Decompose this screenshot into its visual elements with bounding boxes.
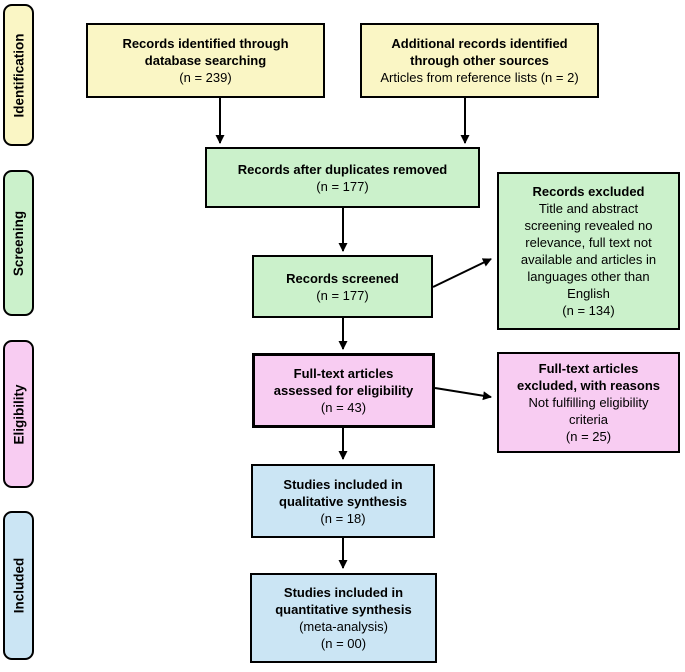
box-title-line: Studies included in — [283, 476, 403, 492]
box-fulltext-excluded: Full-text articles excluded, with reason… — [497, 352, 680, 453]
box-title-line: qualitative synthesis — [279, 493, 407, 509]
arrow-fulltext-to-excluded — [434, 387, 492, 401]
box-count: (n = 134) — [562, 303, 615, 318]
box-title-line: assessed for eligibility — [273, 383, 414, 398]
box-title-line: Full-text articles — [293, 366, 394, 381]
stage-label-identification: Identification — [3, 4, 34, 146]
box-count: (n = 25) — [565, 429, 612, 444]
box-count: (n = 00) — [320, 636, 367, 651]
box-title-line: Records after duplicates removed — [237, 161, 448, 177]
box-fulltext-assessed: Full-text articles assessed for eligibil… — [252, 353, 435, 428]
box-title-line: Records excluded — [532, 184, 645, 199]
box-count: (n = 177) — [316, 287, 369, 303]
stage-label-text: Eligibility — [11, 383, 27, 445]
box-note: Articles from reference lists (n = 2) — [380, 70, 579, 85]
box-count: (n = 177) — [316, 178, 369, 194]
box-qualitative-synthesis: Studies included in qualitative synthesi… — [251, 464, 435, 538]
box-title-line: Studies included in — [283, 585, 404, 600]
box-count: (n = 43) — [320, 400, 367, 415]
stage-label-text: Included — [11, 557, 27, 614]
box-additional-records: Additional records identified through ot… — [360, 23, 599, 98]
box-title-line: through other sources — [410, 53, 549, 68]
box-quantitative-synthesis: Studies included in quantitative synthes… — [250, 573, 437, 663]
box-title-line: Records screened — [286, 270, 399, 286]
stage-label-text: Identification — [11, 33, 26, 117]
stage-label-screening: Screening — [3, 170, 34, 316]
box-after-duplicates-removed: Records after duplicates removed (n = 17… — [205, 147, 480, 208]
box-records-screened: Records screened (n = 177) — [252, 255, 433, 318]
arrow-screened-to-excluded — [432, 258, 492, 288]
box-note: Title and abstract screening revealed no… — [520, 201, 657, 301]
box-records-identified-database: Records identified through database sear… — [86, 23, 325, 98]
box-note: (meta-analysis) — [299, 619, 388, 634]
box-title-line: excluded, with reasons — [516, 378, 661, 393]
box-note: Not fulfilling eligibility criteria — [528, 395, 649, 427]
box-title-line: Additional records identified — [391, 36, 568, 51]
box-title-line: database searching — [144, 53, 267, 68]
box-count: (n = 239) — [179, 70, 232, 85]
box-records-excluded: Records excluded Title and abstract scre… — [497, 172, 680, 330]
box-title-line: Full-text articles — [538, 361, 639, 376]
stage-label-included: Included — [3, 511, 34, 660]
box-title-line: Records identified through — [122, 36, 289, 51]
box-title-line: quantitative synthesis — [275, 602, 412, 617]
box-count: (n = 18) — [320, 510, 366, 526]
stage-label-eligibility: Eligibility — [3, 340, 34, 488]
stage-label-text: Screening — [11, 210, 26, 276]
